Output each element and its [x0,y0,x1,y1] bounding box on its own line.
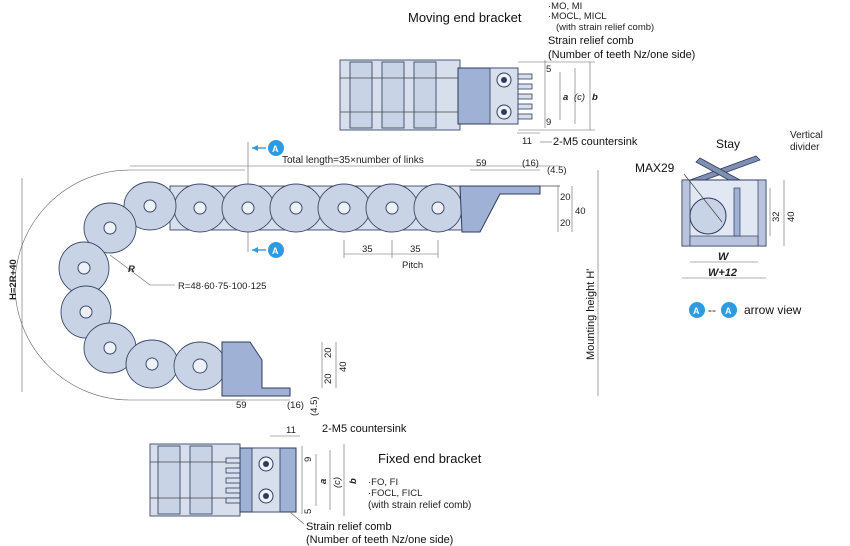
dim-20-bottom: 20 [323,347,334,358]
fixed-bracket-comb-label: Strain relief comb [306,521,392,533]
dim-9: 9 [546,117,551,128]
moving-bracket-comb-note: (with strain relief comb) [556,22,654,33]
dim-32: 32 [771,211,782,222]
stay-label: Stay [716,137,740,151]
dim-c-fixed: (c) [332,477,343,488]
dim-a-fixed: a [318,479,329,484]
section-marker-a-top [268,140,284,156]
bend-links [58,181,179,389]
chain-side-view: A A Total length=35×number of links [8,140,599,416]
moving-end-mount [459,185,541,233]
fixed-bracket-title: Fixed end bracket [378,451,482,466]
total-length-label: Total length=35×number of links [282,155,424,166]
fixed-end-bracket-view: 11 2-M5 countersink 9 5 a (c) b Fixed en… [149,423,482,546]
dim-20b-bottom: 20 [323,373,334,384]
fixed-bracket-link [157,445,181,515]
fixed-bracket-model-2: ·FOCL, FICL [368,488,422,499]
vertical-divider-label-1: Vertical [790,130,823,141]
dim-a: a [563,92,568,103]
countersink-hole-center [501,109,507,115]
fixed-bracket-model-1: ·FO, FI [368,477,398,488]
moving-end-bracket-view: Moving end bracket ·MO, MI ·MOCL, MICL (… [339,1,695,148]
dim-20-top: 20 [560,192,571,203]
moving-bracket-link [349,61,373,129]
arrow-view-marker-1-label: A [693,306,700,316]
arrow-view-dashes: -- [708,303,716,317]
marker-a-bottom-label: A [272,246,279,256]
dim-11-fixed: 11 [286,425,296,436]
arrow-view-marker-2-label: A [725,306,732,316]
fixed-bracket-link [189,445,213,515]
radius-values: R=48·60·75·100·125 [178,281,266,292]
max-label: MAX29 [635,161,675,175]
arrow-view-label: arrow view [744,303,802,317]
arrow-view-marker-2 [721,302,737,318]
pitch-label: Pitch [402,260,423,271]
pitch-value-2: 35 [410,244,421,255]
section-view: Stay Vertical divider MAX29 32 40 W W+12… [635,130,823,318]
fixed-bracket-comb-note: (with strain relief comb) [368,500,471,511]
moving-bracket-model-1: ·MO, MI [548,1,582,12]
moving-bracket-title: Moving end bracket [408,10,522,25]
dim-b-fixed: b [348,478,359,484]
dim-11: 11 [522,136,532,147]
cable-section [689,197,727,235]
vertical-divider [733,187,741,237]
dim-w-plus-12: W+12 [708,267,737,279]
vertical-divider-label-2: divider [790,142,820,153]
dim-20b-top: 20 [560,218,571,229]
fixed-end-mount [221,341,291,397]
dim-40-section: 40 [786,211,797,222]
dim-4-5-top: (4.5) [547,165,567,176]
dim-16-bottom: (16) [287,400,304,411]
moving-bracket-link [413,61,437,129]
dim-b: b [592,92,598,103]
countersink-hole-center [501,77,507,83]
moving-bracket-link [381,61,405,129]
height-formula: H=2R+40 [8,259,19,300]
moving-bracket-teeth-note: (Number of teeth Nz/one side) [548,49,695,61]
radius-symbol: R [128,264,135,275]
moving-bracket-comb-label: Strain relief comb [548,35,634,47]
dim-59-top: 59 [476,158,487,169]
dim-c: (c) [574,92,585,103]
marker-a-top-label: A [272,144,279,154]
dim-40-top: 40 [575,206,586,217]
outer-envelope-line [14,169,245,401]
dim-4-5-bottom: (4.5) [309,396,320,416]
dim-40-bottom: 40 [338,361,349,372]
dim-5-fixed: 5 [303,509,314,514]
dim-5: 5 [546,64,551,75]
section-marker-a-bottom [268,242,284,258]
strain-relief-comb [517,73,533,120]
arrow-view-marker-1 [689,302,705,318]
dim-59-bottom: 59 [236,400,247,411]
fixed-bracket-teeth-note: (Number of teeth Nz/one side) [306,534,453,546]
moving-bracket-countersink: 2-M5 countersink [553,136,638,148]
moving-bracket-model-2: ·MOCL, MICL [548,11,607,22]
pitch-value-1: 35 [362,244,373,255]
mounting-height-label: Mounting height H' [585,269,597,360]
dim-16-top: (16) [522,158,539,169]
fixed-bracket-countersink: 2-M5 countersink [322,423,407,435]
upper-link-row [169,183,471,233]
dim-w: W [718,251,730,263]
dim-9-fixed: 9 [303,457,314,462]
strain-relief-comb-fixed [225,457,241,504]
